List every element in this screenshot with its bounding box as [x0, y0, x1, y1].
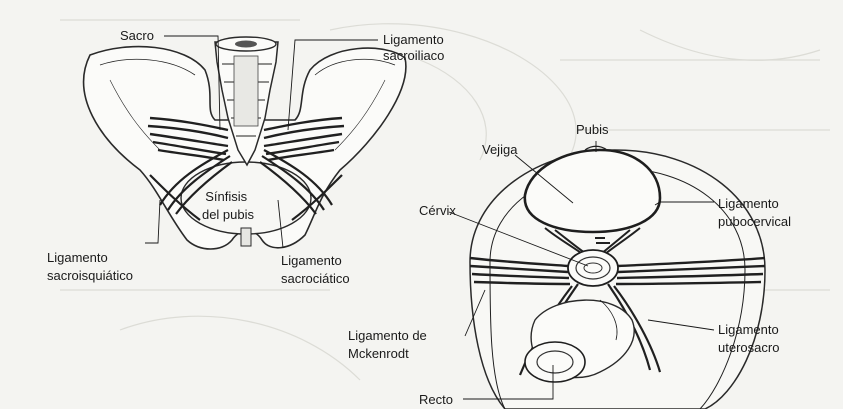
label-ligamento-de-mckenrodt: Ligamento de Mckenrodt: [348, 328, 430, 361]
label-ligamento-sacroiliaco: Ligamento sacroiliaco: [383, 32, 447, 63]
pubic-symphysis: [241, 228, 251, 246]
right-pelvis-diagram: [470, 146, 765, 409]
label-ligamento-sacrociatico: Ligamento sacrociático: [281, 253, 350, 286]
label-vejiga: Vejiga: [482, 142, 518, 157]
bladder: [525, 150, 660, 232]
label-recto: Recto: [419, 392, 453, 407]
cervix: [568, 250, 618, 286]
label-sacro: Sacro: [120, 28, 154, 43]
label-cervix: Cérvix: [419, 203, 456, 218]
label-pubis: Pubis: [576, 122, 609, 137]
label-ligamento-sacroisquiatico: Ligamento sacroisquiático: [47, 250, 133, 283]
